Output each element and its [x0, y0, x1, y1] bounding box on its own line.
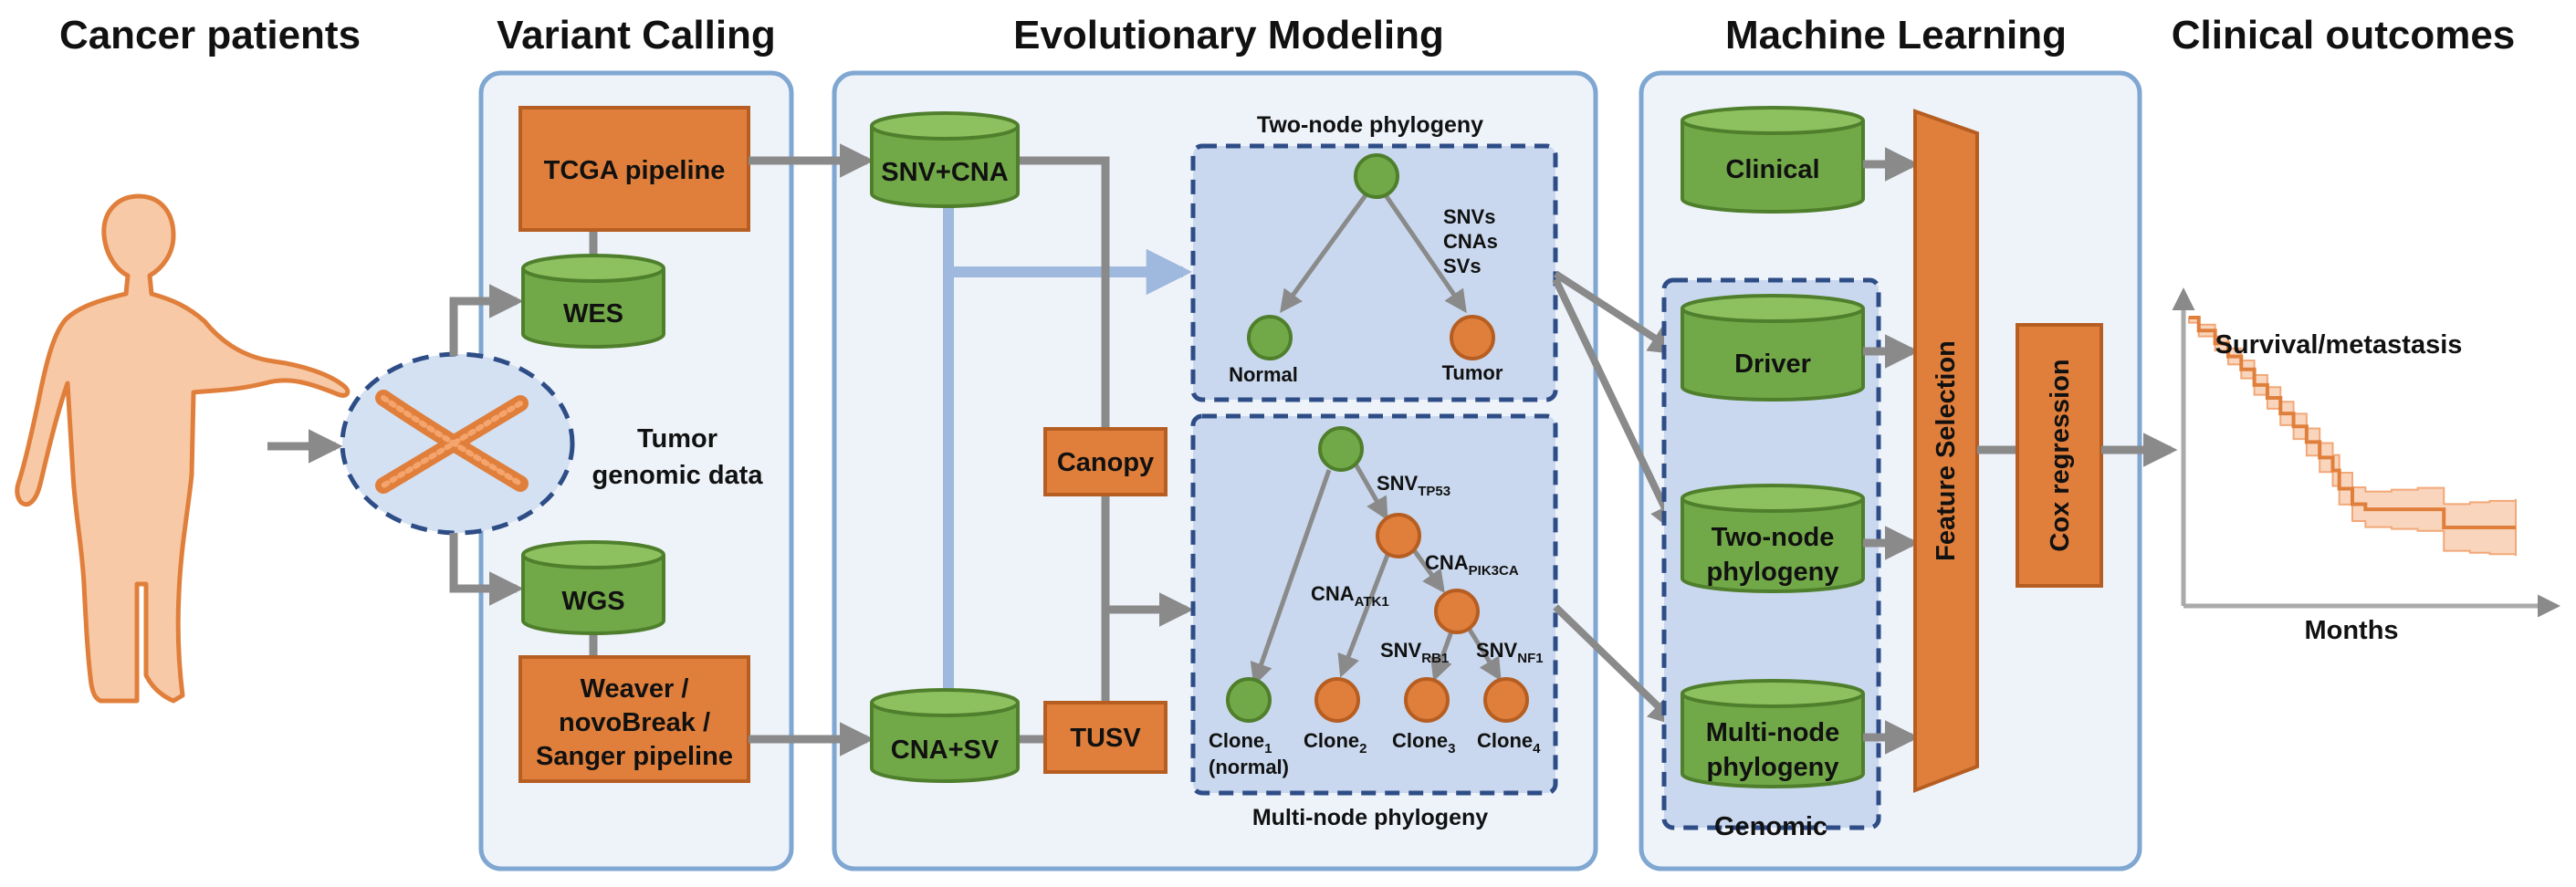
clone4-node	[1483, 677, 1529, 723]
header-variant-calling: Variant Calling	[497, 13, 776, 57]
two-node-title: Two-node phylogeny	[1257, 112, 1483, 138]
driver-cylinder	[1681, 294, 1865, 402]
driver-label: Driver	[1734, 350, 1811, 379]
canopy-label: Canopy	[1057, 448, 1154, 477]
multi-node-feature-label-1: Multi-node	[1706, 718, 1840, 747]
node-pik3ca	[1434, 589, 1480, 634]
edge-pik3ca-clone3	[1430, 631, 1454, 682]
edge-pik3ca-clone4	[1467, 628, 1502, 682]
tumor-data-label: Tumor	[637, 424, 717, 454]
label-snv-tp53: SNVTP53	[1377, 472, 1450, 499]
tumor-label: Tumor	[1442, 361, 1503, 384]
clinical-label: Clinical	[1725, 155, 1819, 184]
survival-curve	[2189, 316, 2516, 530]
clone3-label: Clone3	[1392, 729, 1455, 757]
edge-tp53-clone2	[1337, 554, 1390, 678]
clone1-node	[1226, 677, 1272, 723]
canopy-box	[1043, 427, 1168, 496]
clone2-node	[1314, 677, 1360, 723]
human-body-icon	[15, 193, 351, 704]
arrow-two-node-to-two-node-feature	[1552, 277, 1679, 536]
edge-tp53-pik3ca	[1409, 546, 1445, 594]
tusv-label: TUSV	[1070, 724, 1141, 753]
weaver-label-2: novoBreak /	[559, 708, 710, 737]
clone1-note: (normal)	[1209, 756, 1289, 778]
arrow-multi-node-to-feature	[1553, 604, 1680, 727]
tumor-data-label-2: genomic data	[592, 461, 764, 490]
genomic-label: Genomic	[1714, 812, 1827, 841]
cox-regression-label: Cox regression	[2046, 359, 2075, 551]
arrow-to-wgs	[449, 533, 524, 606]
survival-label: Survival/metastasis	[2215, 330, 2463, 360]
multi-node-feature-label-2: phylogeny	[1706, 753, 1838, 782]
label-cna-atk1: CNAATK1	[1311, 582, 1389, 610]
wes-cylinder	[521, 254, 665, 349]
snv-cna-cylinder	[870, 111, 1020, 208]
clinical-cylinder	[1681, 106, 1865, 214]
normal-node	[1247, 315, 1293, 360]
node-tp53	[1376, 513, 1421, 558]
multi-node-root	[1318, 426, 1364, 472]
weaver-label-3: Sanger pipeline	[536, 742, 733, 771]
two-node-feature-label-2: phylogeny	[1706, 558, 1838, 587]
clone3-node	[1404, 677, 1450, 723]
edge-root-tumor	[1383, 193, 1467, 314]
arrow-to-wes	[449, 284, 524, 356]
tcga-pipeline-label: TCGA pipeline	[544, 156, 726, 185]
arrow-two-node-to-driver	[1553, 270, 1681, 355]
header-cancer-patients: Cancer patients	[59, 13, 361, 57]
chromosome-icon	[375, 390, 529, 494]
two-node-event-snvs: SNVs	[1443, 205, 1495, 228]
tcga-pipeline-box	[518, 106, 750, 232]
edge-root-clone1	[1250, 469, 1332, 686]
wgs-cylinder	[521, 540, 665, 635]
header-clinical-outcomes: Clinical outcomes	[2172, 13, 2516, 57]
two-node-feature-label-1: Two-node	[1712, 523, 1835, 552]
two-node-root	[1354, 153, 1399, 199]
label-snv-nf1: SNVNF1	[1476, 639, 1544, 666]
survival-chart: Survival/metastasis Months	[2172, 287, 2560, 645]
tumor-node	[1450, 315, 1495, 360]
cna-sv-label: CNA+SV	[891, 736, 1000, 765]
weaver-label-1: Weaver /	[581, 674, 689, 704]
two-node-feature-cylinder	[1681, 484, 1865, 593]
clone1-label: Clone1	[1209, 729, 1272, 757]
label-snv-rb1: SNVRB1	[1380, 639, 1449, 666]
multi-node-feature-cylinder	[1681, 679, 1865, 788]
edge-root-normal	[1280, 193, 1368, 314]
clone4-label: Clone4	[1477, 729, 1541, 757]
two-node-event-cnas: CNAs	[1443, 230, 1498, 253]
tusv-box	[1043, 701, 1168, 774]
feature-selection-label: Feature Selection	[1932, 340, 1961, 561]
cox-regression-box	[2016, 323, 2103, 588]
edge-root-tp53	[1351, 459, 1388, 521]
label-cna-pik3ca: CNAPIK3CA	[1425, 551, 1519, 579]
chart-x-label: Months	[2304, 616, 2398, 645]
wgs-label: WGS	[561, 587, 624, 616]
feature-selection-box	[1913, 109, 1979, 793]
multi-node-box	[1190, 413, 1558, 796]
snv-cna-label: SNV+CNA	[881, 158, 1008, 187]
clone2-label: Clone2	[1304, 729, 1367, 757]
normal-label: Normal	[1229, 363, 1298, 386]
weaver-pipeline-box	[518, 655, 750, 783]
wes-label: WES	[563, 299, 623, 329]
multi-node-title: Multi-node phylogeny	[1252, 805, 1488, 830]
header-machine-learning: Machine Learning	[1725, 13, 2067, 57]
header-evolutionary-modeling: Evolutionary Modeling	[1013, 13, 1444, 57]
cna-sv-cylinder	[870, 688, 1020, 783]
two-node-event-svs: SVs	[1443, 255, 1482, 277]
